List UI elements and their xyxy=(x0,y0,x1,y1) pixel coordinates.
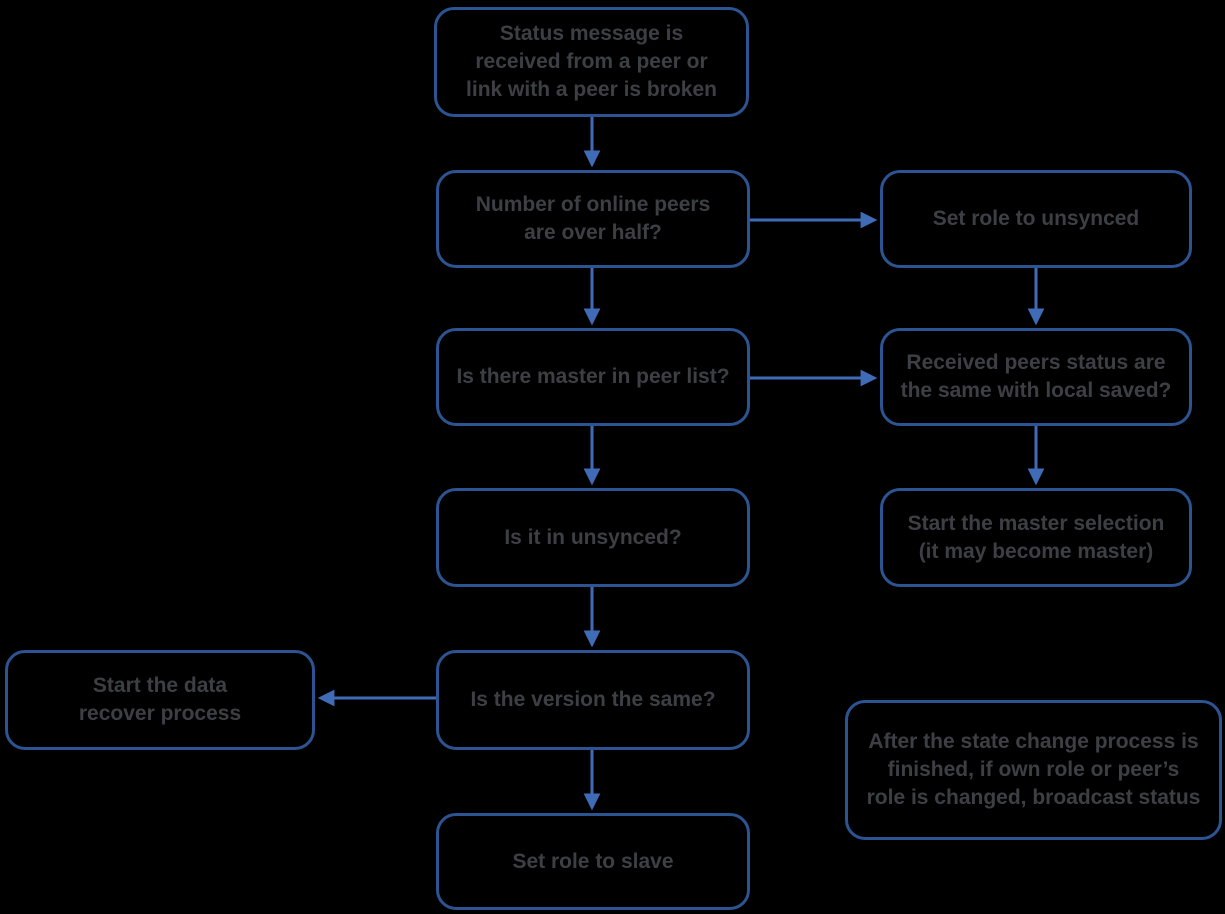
flow-node-label: Is the version the same? xyxy=(470,688,716,712)
flow-node-set-role-slave: Set role to slave xyxy=(436,813,750,910)
flow-node-master-in-peer-list: Is there master in peer list? xyxy=(436,328,750,426)
flow-node-label: Set role to unsynced xyxy=(932,207,1140,231)
flow-node-is-it-in-unsynced: Is it in unsynced? xyxy=(436,488,750,587)
flow-node-label: Is it in unsynced? xyxy=(504,525,682,549)
flow-node-label: Start the master selection(it may become… xyxy=(907,511,1165,563)
flow-node-label: Set role to slave xyxy=(512,849,674,873)
flow-node-start-master-selection: Start the master selection(it may become… xyxy=(880,488,1192,587)
flow-node-label: Is there master in peer list? xyxy=(456,365,730,389)
flow-node-set-role-unsynced: Set role to unsynced xyxy=(880,170,1192,268)
flow-node-version-same: Is the version the same? xyxy=(436,650,750,750)
